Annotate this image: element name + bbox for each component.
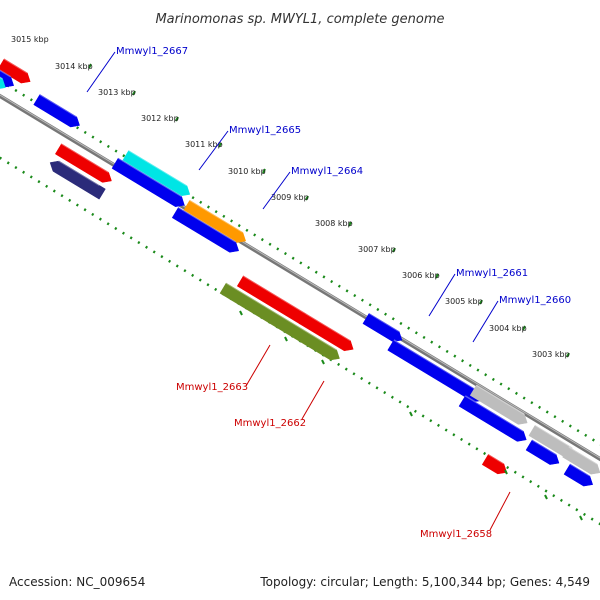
gene-arrow-cyan (0, 77, 6, 89)
tick-label: 3010 kbp (228, 167, 266, 176)
gene-label: Mmwyl1_2658 (420, 529, 492, 540)
genome-summary-text: Topology: circular; Length: 5,100,344 bp… (259, 575, 590, 589)
gene-arrow-blue (387, 339, 483, 403)
gene-label: Mmwyl1_2665 (229, 125, 301, 136)
gene-highlight (531, 439, 557, 455)
tick-label: 3007 kbp (358, 245, 396, 254)
tick-label: 3012 kbp (141, 114, 179, 123)
gene-arrow-blue (171, 207, 240, 253)
tick-label: 3004 kbp (489, 324, 527, 333)
gene-highlight (39, 93, 78, 118)
ruler-tick (522, 325, 526, 331)
callout-line (198, 130, 229, 171)
callout-line (489, 491, 511, 531)
gene-highlight (0, 76, 3, 80)
gene-highlight (0, 69, 12, 78)
tick-label: 3015 kbp (11, 35, 49, 44)
ruler-tick (435, 273, 439, 279)
gene-label: Mmwyl1_2661 (456, 268, 528, 279)
gene-label: Mmwyl1_2663 (176, 382, 248, 393)
tick-label: 3006 kbp (402, 271, 440, 280)
callout-line (86, 51, 116, 93)
ruler-tick (504, 469, 508, 475)
map-title: Marinomonas sp. MWYL1, complete genome (155, 12, 444, 27)
gene-highlight (117, 157, 182, 198)
gene-highlight (393, 339, 480, 393)
gene-highlight (52, 156, 100, 186)
gene-arrow-blue (563, 463, 594, 487)
ruler-tick (88, 63, 92, 69)
tick-label: 3013 kbp (98, 88, 136, 97)
gene-highlight (464, 395, 524, 432)
ruler-tick (409, 411, 413, 417)
gene-label: Mmwyl1_2667 (116, 46, 188, 57)
genome-backbone (0, 93, 600, 462)
tick-label: 3008 kbp (315, 219, 353, 228)
tick-label: 3011 kbp (185, 140, 223, 149)
gene-arrow-grey (562, 446, 600, 475)
gene-arrow-red (481, 453, 508, 475)
callout-line (301, 380, 325, 420)
callout-line (245, 344, 271, 387)
accession-text: Accession: NC_009654 (9, 575, 145, 589)
gene-highlight (568, 446, 598, 465)
gene-arrow-blue (33, 94, 80, 128)
gene-features (0, 58, 600, 487)
gene-label: Mmwyl1_2664 (291, 166, 363, 177)
tick-label: 3014 kbp (55, 62, 93, 71)
callout-line (262, 171, 291, 210)
gene-arrow-red (298, 312, 354, 352)
gene-arrow-blue (362, 312, 403, 342)
ruler-tick (348, 221, 352, 227)
gene-highlight (304, 312, 351, 342)
gene-arrow-blue (458, 395, 527, 442)
gene-arrow-navy (49, 160, 106, 200)
callout-line (428, 273, 456, 317)
gene-highlight (242, 275, 307, 315)
gene-highlight (178, 206, 237, 243)
outer-ruler (0, 79, 600, 446)
gene-callouts: Mmwyl1_2667Mmwyl1_2665Mmwyl1_2664Mmwyl1_… (86, 46, 571, 540)
ruler-tick (544, 494, 548, 500)
ruler-tick (239, 310, 243, 316)
gene-highlight (61, 143, 109, 173)
ruler-tick (262, 168, 266, 174)
genome-backbone-highlight (0, 94, 600, 459)
gene-highlight (488, 453, 505, 465)
tick-label: 3009 kbp (271, 193, 309, 202)
ruler-tick (132, 90, 136, 96)
gene-arrow-blue (111, 157, 185, 207)
tick-label: 3005 kbp (445, 297, 483, 306)
gene-label: Mmwyl1_2660 (499, 295, 571, 306)
gene-arrow-grey (469, 384, 528, 425)
gene-arrow-blue (525, 439, 560, 465)
gene-arrow-orange (183, 199, 247, 243)
ruler-tick (284, 336, 288, 342)
ruler-tick (305, 195, 309, 201)
ruler-tick (579, 515, 583, 521)
gene-highlight (128, 149, 188, 187)
ruler-tick (479, 299, 483, 305)
ruler-tick (321, 359, 325, 365)
gene-highlight (225, 282, 337, 351)
gene-highlight (476, 384, 525, 415)
ruler-ticks: 3015 kbp 3014 kbp 3013 kbp 3012 kbp 3011 kbp… (11, 35, 583, 521)
ruler-tick (392, 247, 396, 253)
gene-arrow-red (54, 143, 112, 183)
gene-arrow-cyan (122, 150, 191, 197)
gene-label: Mmwyl1_2662 (234, 418, 306, 429)
tick-label: 3003 kbp (532, 350, 570, 359)
gene-highlight (569, 463, 591, 477)
gene-arrow-red (0, 58, 31, 84)
gene-arrow-olive (219, 282, 340, 361)
callout-line (472, 300, 499, 343)
ruler-tick (218, 142, 222, 148)
ruler-tick (566, 352, 570, 358)
gene-highlight (3, 58, 28, 74)
ruler-tick (175, 116, 179, 122)
gene-highlight (534, 424, 573, 449)
gene-highlight (189, 199, 244, 233)
gene-highlight (368, 312, 400, 333)
